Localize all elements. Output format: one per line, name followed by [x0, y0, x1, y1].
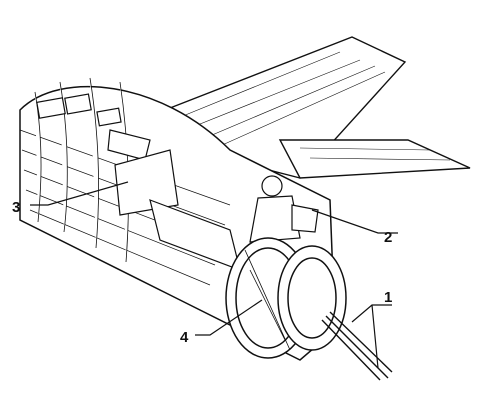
- callout-4: 4: [180, 329, 189, 346]
- callout-1: 1: [384, 289, 392, 306]
- equipment-boxes: [36, 93, 151, 161]
- gun-barrels: [321, 311, 393, 381]
- forward-mechanism: [114, 149, 241, 271]
- tail-gunner-figure: [249, 175, 319, 243]
- tail-turret: [225, 237, 347, 359]
- callout-2: 2: [384, 229, 392, 246]
- callout-3: 3: [12, 199, 20, 216]
- horizontal-stabilizer: [278, 139, 471, 179]
- leader-lines: [30, 181, 398, 369]
